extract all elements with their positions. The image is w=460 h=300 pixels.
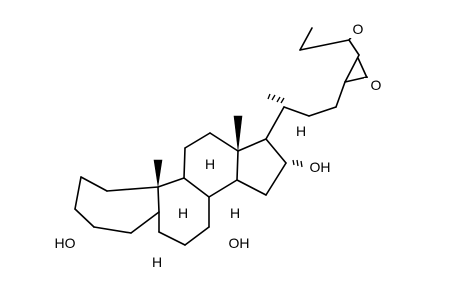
ester-oxygen-label: O (353, 21, 364, 37)
ring-a (74, 176, 160, 234)
ring-d (236, 138, 287, 196)
hashed-bond (292, 159, 303, 168)
carbonyl-oxygen-label: O (371, 77, 382, 93)
wedge-bond (153, 159, 163, 187)
hydrogen-9-label: H (178, 205, 188, 221)
hydrogen-17-label: H (296, 123, 306, 139)
hydrogen-14-label: H (230, 205, 240, 221)
hydrogen-8-label: H (205, 156, 215, 172)
ring-c (183, 132, 239, 198)
hydroxyl-16-label: OH (310, 159, 331, 175)
hydroxyl-3-label: HO (55, 235, 76, 251)
hashed-bond (267, 93, 285, 104)
ring-b (157, 177, 210, 246)
wedge-bond (233, 115, 243, 151)
hydroxyl-7-label: OH (229, 235, 250, 251)
hydrogen-5-label: H (152, 254, 162, 270)
side-chain (265, 24, 369, 140)
